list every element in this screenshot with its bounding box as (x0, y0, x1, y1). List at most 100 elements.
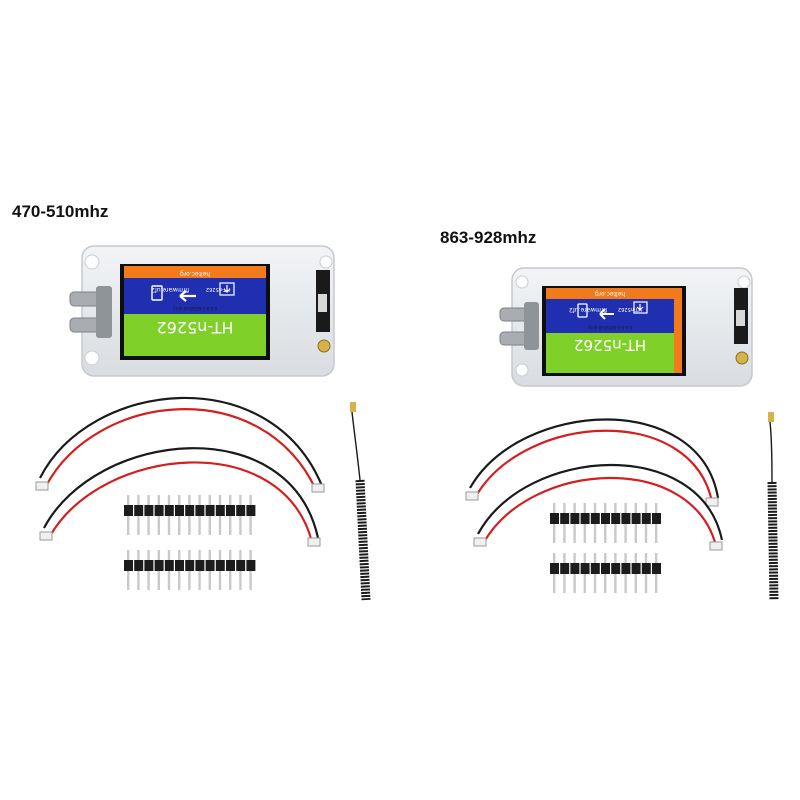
kit-470-510: 470-510mhz (12, 202, 371, 601)
header-pin (563, 553, 566, 563)
header-block (631, 513, 641, 524)
header-pin (563, 503, 566, 513)
header-pin (583, 503, 586, 513)
header-pin (249, 550, 252, 560)
jst-connector (473, 537, 487, 547)
header-pin (157, 495, 160, 505)
header-pin (178, 570, 181, 590)
header-block (195, 505, 205, 516)
case-screw (84, 350, 100, 366)
header-block (580, 563, 590, 574)
header-block (175, 505, 184, 516)
header-block (601, 563, 610, 574)
jst-connector (39, 531, 53, 541)
header-block (185, 560, 195, 571)
header-block (550, 513, 559, 524)
header-block (134, 560, 144, 571)
header-block (215, 560, 225, 571)
header-pin (239, 550, 242, 560)
header-pin (127, 495, 130, 505)
header-pin (198, 570, 201, 590)
header-block (580, 513, 590, 524)
header-pin (553, 573, 556, 593)
header-block (164, 560, 174, 571)
header-pin (655, 573, 658, 593)
side-chip-label (736, 310, 745, 326)
download-icon (633, 301, 648, 314)
header-block (144, 505, 154, 516)
header-pin (167, 570, 171, 590)
header-pin (178, 495, 181, 505)
header-pin (614, 523, 617, 543)
header-block (560, 563, 570, 574)
header-pin (229, 515, 232, 535)
header-block (175, 560, 184, 571)
screen-device-text: HT-n5262 (206, 286, 230, 292)
header-pin (249, 515, 252, 535)
header-block (124, 560, 133, 571)
header-pin (157, 550, 160, 560)
screen-version-text: 0.9.0-2-68582e6-dirty (587, 325, 632, 330)
case-screw (515, 363, 529, 377)
header-pin (208, 570, 211, 590)
header-pin (188, 515, 191, 535)
usb-drive-icon (577, 303, 588, 318)
screen-model-text: HT-n5262 (574, 336, 646, 354)
header-pin (583, 573, 586, 593)
header-pin (644, 503, 648, 513)
header-pin (624, 553, 627, 563)
header-pin (573, 503, 576, 513)
header-block (226, 505, 235, 516)
header-block (236, 505, 246, 516)
jst-wire-pair-2 (473, 463, 724, 551)
header-pin (208, 515, 211, 535)
jst-wire-pair-2 (39, 447, 321, 547)
header-pin (147, 550, 150, 560)
header-pin (593, 553, 597, 563)
header-pin (563, 523, 566, 543)
header-pin (137, 550, 140, 560)
header-pin (563, 573, 566, 593)
header-block (590, 513, 600, 524)
header-pin (157, 570, 160, 590)
header-block (246, 505, 256, 516)
header-block (601, 513, 610, 524)
header-pin (198, 495, 201, 505)
header-pin (624, 523, 627, 543)
header-pin (644, 553, 648, 563)
oled-screen (542, 286, 686, 376)
header-pin (573, 523, 576, 543)
header-pin (167, 515, 171, 535)
header-pin (218, 515, 222, 535)
screen-top-bar-text: heltec.org (595, 290, 625, 297)
header-block (246, 560, 256, 571)
header-pin (553, 523, 556, 543)
kit-illustration: heltec.org firmware.uf2 HT-n5262 0.9.0-2… (465, 267, 779, 601)
download-icon (219, 282, 235, 296)
header-block (205, 505, 215, 516)
header-pin (239, 515, 242, 535)
header-pin (614, 573, 617, 593)
arrow-left-icon (599, 308, 614, 320)
screen-device-text: HT-n5262 (618, 306, 642, 312)
spring-antenna-icon (767, 412, 779, 601)
header-pin (604, 503, 607, 513)
case-screw (84, 254, 100, 270)
header-pin (239, 495, 242, 505)
header-block (570, 563, 580, 574)
lora-board: heltec.org firmware.uf2 HT-n5262 0.9.0-2… (499, 267, 753, 387)
header-pin (604, 553, 607, 563)
jst-connector (465, 491, 479, 501)
case-screw (737, 275, 751, 289)
header-block (570, 513, 580, 524)
header-block (154, 560, 164, 571)
header-pin (178, 550, 181, 560)
header-pin (167, 495, 171, 505)
lora-board: heltec.org firmware.uf2 HT-n5262 0.9.0-2… (69, 245, 335, 377)
header-pin (218, 550, 222, 560)
pin-header-top (124, 495, 256, 535)
header-block (134, 505, 144, 516)
header-block (652, 563, 661, 574)
header-pin (593, 573, 597, 593)
header-block (154, 505, 164, 516)
